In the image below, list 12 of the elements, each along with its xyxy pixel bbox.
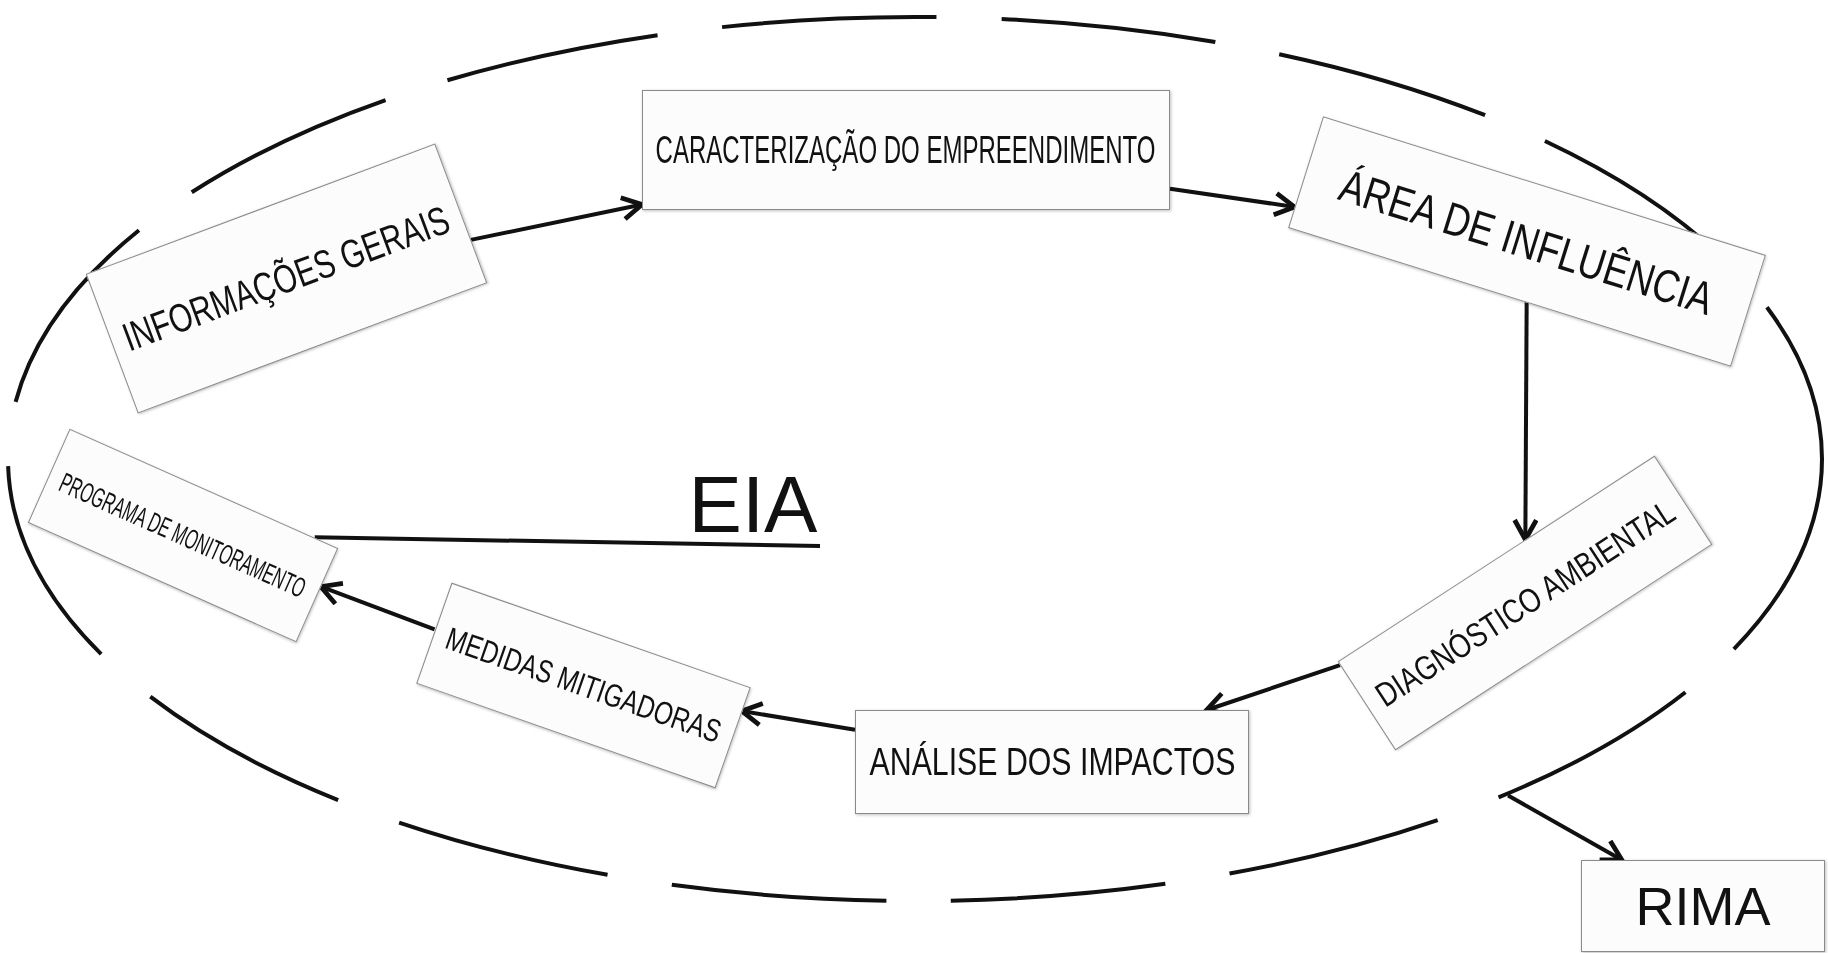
arrow xyxy=(1512,302,1539,542)
label-box xyxy=(855,710,1249,814)
label-box xyxy=(642,90,1170,210)
box-label: RIMA xyxy=(1635,875,1771,937)
box-label: ANÁLISE DOS IMPACTOS xyxy=(869,740,1235,784)
connector-line xyxy=(314,535,821,548)
box-label: CARACTERIZAÇÃO DO EMPREENDIMENTO xyxy=(656,128,1156,172)
heading-text: EIA xyxy=(688,465,818,545)
label-box xyxy=(1581,860,1825,952)
arrow xyxy=(739,701,856,732)
arrow xyxy=(318,581,436,632)
arrow xyxy=(1169,186,1297,218)
